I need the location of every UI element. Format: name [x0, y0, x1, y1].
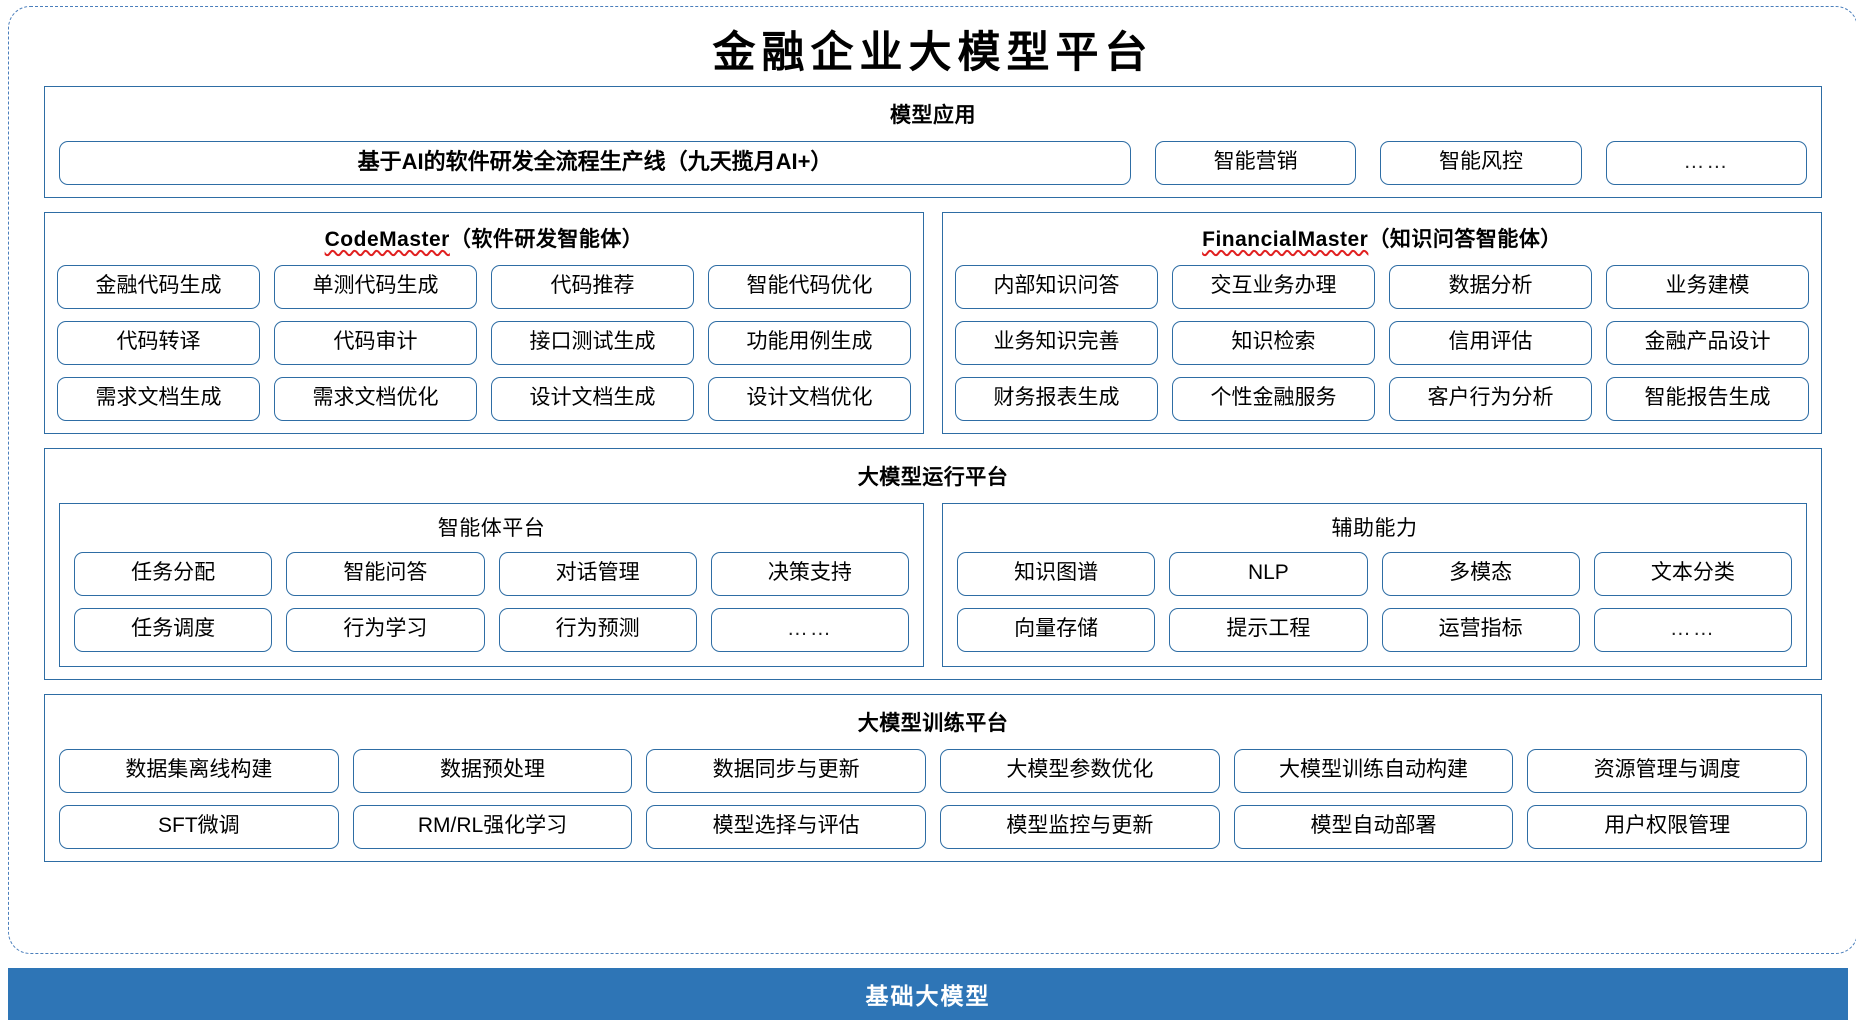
chip-training-auto-build[interactable]: 大模型训练自动构建 — [1233, 749, 1514, 794]
chip-customer-behavior-analysis[interactable]: 客户行为分析 — [1389, 377, 1592, 422]
chip-credit-assessment[interactable]: 信用评估 — [1389, 321, 1592, 366]
code-master-en-label: CodeMaster — [324, 228, 450, 252]
code-master-row-3: 需求文档生成 需求文档优化 设计文档生成 设计文档优化 — [57, 377, 911, 422]
chip-resource-management[interactable]: 资源管理与调度 — [1527, 749, 1808, 794]
chip-business-modeling[interactable]: 业务建模 — [1606, 265, 1809, 310]
chip-smart-marketing[interactable]: 智能营销 — [1155, 141, 1357, 186]
chip-sft-finetune[interactable]: SFT微调 — [59, 805, 339, 850]
chip-data-sync-update[interactable]: 数据同步与更新 — [646, 749, 927, 794]
section-title-model-application: 模型应用 — [890, 104, 976, 128]
outer-dashed-frame: 金融企业大模型平台 模型应用 基于AI的软件研发全流程生产线（九天揽月AI+） … — [8, 6, 1856, 954]
chip-vector-store[interactable]: 向量存储 — [957, 608, 1156, 653]
chip-ai-software-pipeline[interactable]: 基于AI的软件研发全流程生产线（九天揽月AI+） — [59, 141, 1131, 186]
section-title-run-platform: 大模型运行平台 — [857, 466, 1009, 490]
chip-data-analysis[interactable]: 数据分析 — [1389, 265, 1592, 310]
code-master-row-2: 代码转译 代码审计 接口测试生成 功能用例生成 — [57, 321, 911, 366]
chip-task-allocation[interactable]: 任务分配 — [74, 552, 273, 597]
model-application-items-row: 基于AI的软件研发全流程生产线（九天揽月AI+） 智能营销 智能风控 …… — [59, 141, 1807, 186]
chip-behavior-prediction[interactable]: 行为预测 — [498, 608, 697, 653]
chip-smart-report-gen[interactable]: 智能报告生成 — [1606, 377, 1809, 422]
chip-financial-report-gen[interactable]: 财务报表生成 — [955, 377, 1158, 422]
chip-knowledge-retrieval[interactable]: 知识检索 — [1172, 321, 1375, 366]
chip-design-doc-gen[interactable]: 设计文档生成 — [491, 377, 694, 422]
chip-requirement-doc-optimize[interactable]: 需求文档优化 — [274, 377, 477, 422]
chip-internal-knowledge-qa[interactable]: 内部知识问答 — [955, 265, 1158, 310]
chip-dialog-management[interactable]: 对话管理 — [498, 552, 697, 597]
chip-support-capability-more[interactable]: …… — [1593, 608, 1792, 653]
chip-personalized-finance-service[interactable]: 个性金融服务 — [1172, 377, 1375, 422]
section-code-master: CodeMaster（软件研发智能体） 金融代码生成 单测代码生成 代码推荐 智… — [44, 212, 924, 435]
chip-multimodal[interactable]: 多模态 — [1381, 552, 1580, 597]
base-model-bar: 基础大模型 — [8, 968, 1848, 1020]
chip-prompt-engineering[interactable]: 提示工程 — [1169, 608, 1368, 653]
subsection-support-capability: 辅助能力 知识图谱 NLP 多模态 文本分类 向量存储 提示工程 运营指标 …… — [942, 503, 1807, 668]
financial-master-en-label: FinancialMaster — [1202, 228, 1369, 252]
chip-data-preprocessing[interactable]: 数据预处理 — [352, 749, 633, 794]
subsection-title-support-capability: 辅助能力 — [1331, 517, 1418, 541]
financial-master-row-3: 财务报表生成 个性金融服务 客户行为分析 智能报告生成 — [955, 377, 1809, 422]
chip-model-param-optimize[interactable]: 大模型参数优化 — [940, 749, 1220, 794]
chip-text-classification[interactable]: 文本分类 — [1593, 552, 1792, 597]
chip-smart-qa[interactable]: 智能问答 — [286, 552, 485, 597]
train-platform-row-2: SFT微调 RM/RL强化学习 模型选择与评估 模型监控与更新 模型自动部署 用… — [59, 805, 1808, 850]
support-capability-row-1: 知识图谱 NLP 多模态 文本分类 — [957, 552, 1792, 597]
chip-rm-rl-learning[interactable]: RM/RL强化学习 — [352, 805, 633, 850]
chip-code-transpile[interactable]: 代码转译 — [57, 321, 260, 366]
code-master-cn-label: （软件研发智能体） — [449, 228, 644, 252]
chip-knowledge-graph[interactable]: 知识图谱 — [957, 552, 1156, 597]
chip-code-audit[interactable]: 代码审计 — [274, 321, 477, 366]
base-model-label: 基础大模型 — [865, 983, 991, 1009]
chip-financial-product-design[interactable]: 金融产品设计 — [1606, 321, 1809, 366]
section-model-application: 模型应用 基于AI的软件研发全流程生产线（九天揽月AI+） 智能营销 智能风控 … — [44, 86, 1822, 199]
chip-model-monitor-update[interactable]: 模型监控与更新 — [940, 805, 1220, 850]
chip-nlp[interactable]: NLP — [1169, 552, 1368, 597]
section-title-code-master: CodeMaster（软件研发智能体） — [57, 223, 911, 253]
chip-interactive-business[interactable]: 交互业务办理 — [1172, 265, 1375, 310]
financial-master-row-1: 内部知识问答 交互业务办理 数据分析 业务建模 — [955, 265, 1809, 310]
chip-design-doc-optimize[interactable]: 设计文档优化 — [708, 377, 911, 422]
chip-unittest-code-gen[interactable]: 单测代码生成 — [274, 265, 477, 310]
subsection-title-agent-platform: 智能体平台 — [437, 517, 546, 541]
code-master-row-1: 金融代码生成 单测代码生成 代码推荐 智能代码优化 — [57, 265, 911, 310]
section-title-financial-master: FinancialMaster（知识问答智能体） — [955, 223, 1809, 253]
chip-dataset-offline-build[interactable]: 数据集离线构建 — [59, 749, 339, 794]
chip-smart-risk-control[interactable]: 智能风控 — [1380, 141, 1582, 186]
financial-master-row-2: 业务知识完善 知识检索 信用评估 金融产品设计 — [955, 321, 1809, 366]
subsection-agent-platform: 智能体平台 任务分配 智能问答 对话管理 决策支持 任务调度 行为学习 行为预测… — [59, 503, 924, 668]
run-platform-subsections: 智能体平台 任务分配 智能问答 对话管理 决策支持 任务调度 行为学习 行为预测… — [59, 503, 1807, 668]
financial-master-cn-label: （知识问答智能体） — [1368, 228, 1562, 252]
chip-function-case-gen[interactable]: 功能用例生成 — [708, 321, 911, 366]
chip-api-test-gen[interactable]: 接口测试生成 — [491, 321, 694, 366]
chip-behavior-learning[interactable]: 行为学习 — [286, 608, 485, 653]
chip-decision-support[interactable]: 决策支持 — [710, 552, 909, 597]
chip-smart-code-optimize[interactable]: 智能代码优化 — [708, 265, 911, 310]
chip-business-knowledge-improve[interactable]: 业务知识完善 — [955, 321, 1158, 366]
section-financial-master: FinancialMaster（知识问答智能体） 内部知识问答 交互业务办理 数… — [942, 212, 1822, 435]
support-capability-row-2: 向量存储 提示工程 运营指标 …… — [957, 608, 1792, 653]
chip-finance-code-gen[interactable]: 金融代码生成 — [57, 265, 260, 310]
agent-platform-row-1: 任务分配 智能问答 对话管理 决策支持 — [74, 552, 909, 597]
section-run-platform: 大模型运行平台 智能体平台 任务分配 智能问答 对话管理 决策支持 任务调度 行… — [44, 448, 1822, 681]
chip-user-permission-management[interactable]: 用户权限管理 — [1527, 805, 1808, 850]
chip-model-select-evaluate[interactable]: 模型选择与评估 — [646, 805, 927, 850]
chip-more-ellipsis[interactable]: …… — [1605, 141, 1807, 186]
page-title: 金融企业大模型平台 — [712, 28, 1154, 78]
chip-task-scheduling[interactable]: 任务调度 — [74, 608, 273, 653]
chip-operation-metrics[interactable]: 运营指标 — [1381, 608, 1580, 653]
agents-row: CodeMaster（软件研发智能体） 金融代码生成 单测代码生成 代码推荐 智… — [44, 212, 1822, 435]
section-title-train-platform: 大模型训练平台 — [857, 712, 1009, 736]
section-train-platform: 大模型训练平台 数据集离线构建 数据预处理 数据同步与更新 大模型参数优化 大模… — [44, 694, 1822, 863]
chip-requirement-doc-gen[interactable]: 需求文档生成 — [57, 377, 260, 422]
train-platform-row-1: 数据集离线构建 数据预处理 数据同步与更新 大模型参数优化 大模型训练自动构建 … — [59, 749, 1808, 794]
chip-model-auto-deploy[interactable]: 模型自动部署 — [1233, 805, 1514, 850]
chip-code-recommend[interactable]: 代码推荐 — [491, 265, 694, 310]
agent-platform-row-2: 任务调度 行为学习 行为预测 …… — [74, 608, 909, 653]
chip-agent-platform-more[interactable]: …… — [710, 608, 909, 653]
